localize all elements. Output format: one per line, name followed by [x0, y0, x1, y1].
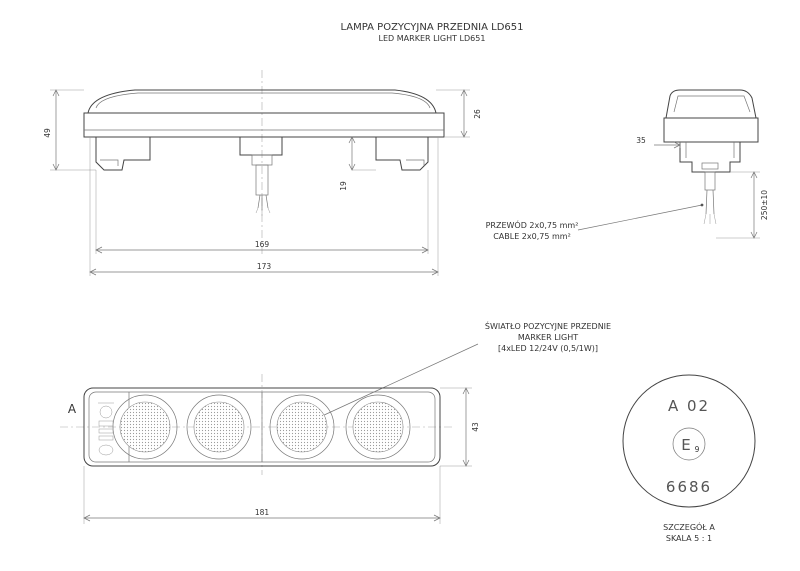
- led-lens-3: [269, 394, 335, 460]
- detail-a: A 02 E 9 6686 SZCZEGÓŁ A SKALA 5 : 1: [622, 374, 756, 543]
- detail-code: A 02: [668, 397, 710, 415]
- dim-front-height: 43: [471, 422, 480, 432]
- cable-note-line1: PRZEWÓD 2x0,75 mm²: [486, 219, 579, 230]
- dim-inner-width: 169: [255, 240, 270, 249]
- dim-mount-depth: 19: [339, 181, 348, 191]
- light-note: ŚWIATŁO POZYCYJNE PRZEDNIE MARKER LIGHT …: [294, 320, 611, 430]
- light-note-line2: MARKER LIGHT: [518, 333, 578, 342]
- detail-number: 6686: [666, 478, 712, 496]
- dim-height-total: 49: [43, 128, 52, 138]
- led-lens-2: [186, 394, 252, 460]
- detail-caption1: SZCZEGÓŁ A: [663, 521, 715, 532]
- title-main: LAMPA POZYCYJNA PRZEDNIA LD651: [340, 22, 523, 33]
- view-label: A: [68, 402, 77, 416]
- detail-mark-sub: 9: [695, 445, 700, 454]
- dim-side-depth: 35: [636, 136, 646, 145]
- detail-caption2: SKALA 5 : 1: [666, 534, 712, 543]
- dim-cable-length: 250±10: [760, 190, 769, 220]
- led-lens-4: [345, 394, 411, 460]
- top-view: 49 26 19 169 173: [43, 70, 482, 276]
- light-note-line1: ŚWIATŁO POZYCYJNE PRZEDNIE: [485, 320, 611, 331]
- marking-area: [98, 402, 114, 456]
- cable-note-line2: CABLE 2x0,75 mm²: [493, 232, 571, 241]
- detail-mark: E: [681, 436, 690, 454]
- front-view: A 43 181: [60, 374, 480, 524]
- side-view: 35 250±10: [636, 89, 769, 239]
- led-lens-1: [112, 394, 178, 460]
- title-sub: LED MARKER LIGHT LD651: [379, 34, 486, 43]
- dim-total-width: 173: [257, 262, 272, 271]
- cable-note: PRZEWÓD 2x0,75 mm² CABLE 2x0,75 mm²: [486, 203, 704, 241]
- dim-height-body: 26: [473, 109, 482, 119]
- dim-front-width: 181: [255, 508, 270, 517]
- light-note-line3: [4xLED 12/24V (0,5/1W)]: [498, 344, 598, 353]
